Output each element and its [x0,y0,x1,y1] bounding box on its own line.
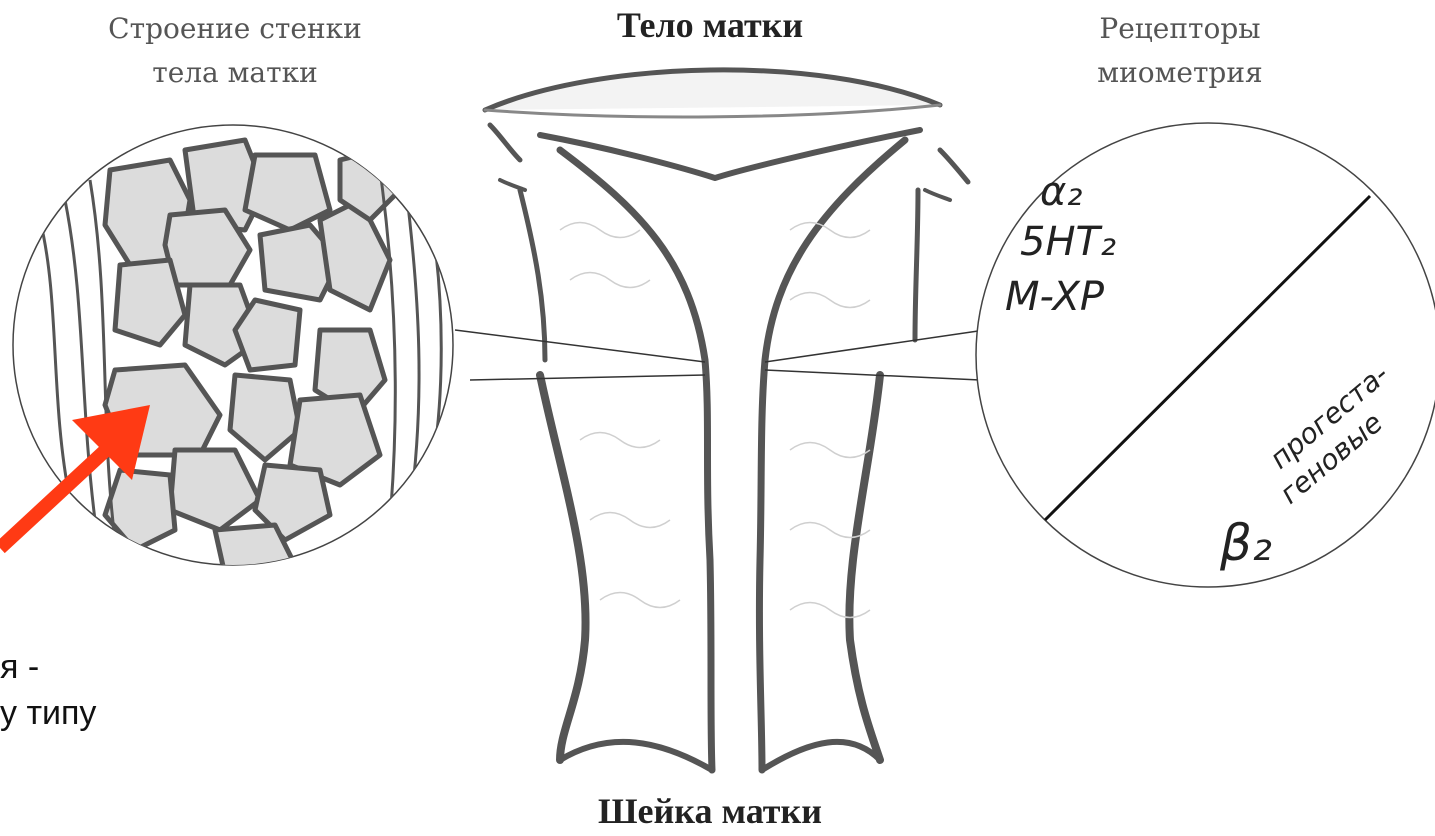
wall-structure-title-line2: тела матки [70,56,400,89]
receptor-alpha2: α₂ [1040,169,1082,215]
receptor-m-xp: M-XP [1005,274,1105,320]
wall-structure-circle [13,125,453,575]
wall-structure-title-line1: Строение стенки [70,12,400,45]
receptor-beta2: β₂ [1219,514,1272,572]
zoom-connector-lines [455,330,985,380]
receptors-title-line2: миометрия [1060,56,1300,89]
annotation-line2: у типу [0,694,96,733]
receptor-5ht2: 5HT₂ [1020,219,1116,265]
cervix-title: Шейка матки [560,790,860,832]
wall-texture [560,223,870,618]
annotation-line1: я - [0,648,39,687]
receptors-title-line1: Рецепторы [1060,12,1300,45]
uterus-body-title: Тело матки [560,4,860,46]
uterus-drawing [485,70,968,770]
